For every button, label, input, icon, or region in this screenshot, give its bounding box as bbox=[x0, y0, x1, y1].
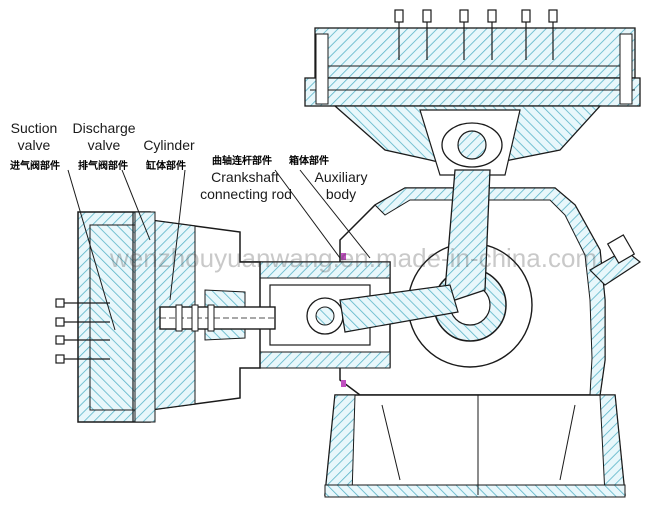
suction-label-cn: 进气阀部件 bbox=[10, 161, 60, 172]
cylinder-label-cn: 缸体部件 bbox=[146, 161, 186, 172]
suction-label-line2: valve bbox=[17, 137, 51, 153]
discharge-label-line2: valve bbox=[87, 137, 121, 153]
cylinder-label: Cylinder bbox=[143, 137, 195, 153]
crosshead-housing bbox=[333, 105, 602, 176]
crosshead-guide bbox=[239, 261, 459, 369]
auxiliary-label-line2: body bbox=[325, 186, 357, 202]
top-assembly bbox=[304, 9, 641, 107]
gasket-markers bbox=[341, 253, 346, 387]
crankshaft-label-cn: 曲轴连杆部件 bbox=[212, 156, 272, 167]
auxiliary-label-cn: 箱体部件 bbox=[289, 156, 329, 167]
discharge-label-cn: 排气阀部件 bbox=[78, 161, 128, 172]
cylinder-body bbox=[149, 219, 276, 411]
suction-label-line1: Suction bbox=[10, 120, 58, 136]
auxiliary-label-line1: Auxiliary bbox=[314, 169, 368, 185]
leader-lines bbox=[67, 169, 371, 331]
connecting-rod bbox=[444, 169, 491, 301]
crankshaft-label-line2: connecting rod bbox=[200, 186, 292, 202]
left-studs bbox=[55, 298, 110, 364]
crankshaft-label-line1: Crankshaft bbox=[211, 169, 279, 185]
top-bolts bbox=[394, 9, 558, 60]
watermark: wenzhouyuanwang.en.made-in-china.com bbox=[110, 243, 598, 273]
valve-cover bbox=[77, 211, 156, 423]
discharge-label-line1: Discharge bbox=[72, 120, 136, 136]
